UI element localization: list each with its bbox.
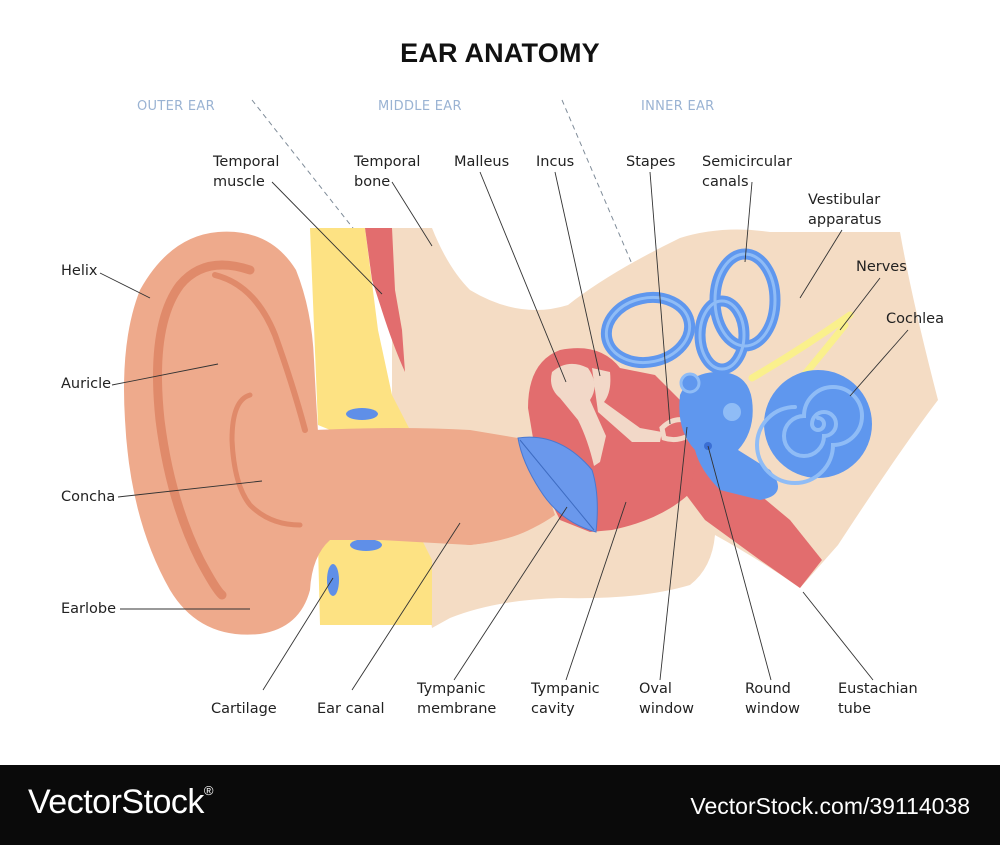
label-earlobe: Earlobe — [61, 601, 117, 617]
label-oval-window: Oval window — [639, 681, 695, 717]
leader-concha — [117, 480, 263, 498]
label-temporal-bone: Temporal bone — [354, 154, 421, 190]
leader-temporal-bone — [391, 181, 433, 247]
temporal-muscle-shape — [365, 228, 405, 372]
label-concha: Concha — [61, 489, 116, 505]
leader-oval-window — [659, 426, 688, 681]
cartilage-spot-upper — [346, 408, 378, 420]
label-malleus: Malleus — [454, 154, 510, 170]
canal-lateral-hl — [698, 299, 746, 371]
label-tympanic-cavity: Tympanic cavity — [531, 681, 600, 717]
label-round-window: Round window — [745, 681, 801, 717]
image-credit[interactable]: VectorStock.com/39114038 — [690, 793, 970, 819]
malleus-shape — [551, 363, 606, 466]
incus-shape — [592, 368, 662, 442]
auricle-helix-curve — [153, 260, 255, 600]
cochlea-shape — [764, 370, 872, 478]
label-tympanic-membrane: Tympanic membrane — [417, 681, 497, 717]
cartilage-lower-shape — [318, 532, 432, 625]
leader-lines — [99, 171, 909, 691]
label-cartilage: Cartilage — [211, 701, 277, 717]
cartilage-upper-shape — [310, 228, 410, 438]
leader-nerves — [839, 277, 881, 331]
nerve-upper — [748, 311, 854, 382]
auricle-inner-curve — [212, 272, 308, 433]
leader-round-window — [707, 445, 772, 681]
section-outer-ear: OUTER EAR — [137, 99, 215, 114]
label-nerves: Nerves — [856, 259, 907, 275]
leader-semicircular — [744, 181, 753, 263]
leader-tympanic-membrane — [453, 506, 568, 681]
leader-cochlea — [849, 329, 909, 397]
tympanic-membrane-line — [519, 439, 595, 531]
label-cochlea: Cochlea — [886, 311, 944, 327]
concha-curve — [229, 392, 303, 528]
label-vestibular-apparatus: Vestibular apparatus — [808, 192, 882, 228]
leader-eustachian — [802, 591, 874, 681]
label-temporal-muscle: Temporal muscle — [213, 154, 280, 190]
oval-window-dot — [679, 372, 701, 394]
label-stapes: Stapes — [626, 154, 676, 170]
ear-anatomy-diagram — [99, 99, 938, 691]
leader-temporal-muscle — [271, 181, 383, 295]
semicircular-canals-highlight — [604, 252, 777, 371]
label-eustachian-tube: Eustachian tube — [838, 681, 918, 717]
section-inner-ear: INNER EAR — [641, 99, 715, 114]
vestibule-shape — [679, 372, 778, 500]
cartilage-spot-lower — [350, 539, 382, 551]
leader-cartilage — [262, 577, 334, 691]
leader-stapes — [649, 171, 671, 425]
leader-auricle — [111, 363, 219, 386]
cartilage-spot-left — [327, 564, 339, 596]
diagram-title: EAR ANATOMY — [400, 38, 600, 68]
registered-mark: ® — [203, 783, 214, 798]
vestibule-dot — [721, 401, 743, 423]
leader-vestibular — [799, 229, 843, 299]
canal-anterior-hl — [604, 296, 692, 364]
footer-bar: VectorStock® VectorStock.com/39114038 — [0, 765, 1000, 845]
brand-text: VectorStock — [28, 783, 204, 821]
label-ear-canal: Ear canal — [317, 701, 385, 717]
label-incus: Incus — [536, 154, 575, 170]
label-semicircular-canals: Semicircular canals — [702, 154, 792, 190]
section-middle-ear: MIDDLE EAR — [378, 99, 462, 114]
label-auricle: Auricle — [61, 376, 112, 392]
leader-malleus — [479, 171, 567, 383]
leader-ear-canal — [351, 522, 461, 691]
vectorstock-logo[interactable]: VectorStock® — [28, 783, 214, 822]
ear-canal-shape — [314, 428, 555, 545]
leader-tympanic-cavity — [565, 501, 627, 681]
leader-incus — [554, 171, 601, 377]
leader-helix — [99, 272, 151, 299]
label-helix: Helix — [61, 263, 98, 279]
canal-posterior-hl — [713, 252, 777, 348]
cochlea-spiral — [755, 385, 864, 485]
